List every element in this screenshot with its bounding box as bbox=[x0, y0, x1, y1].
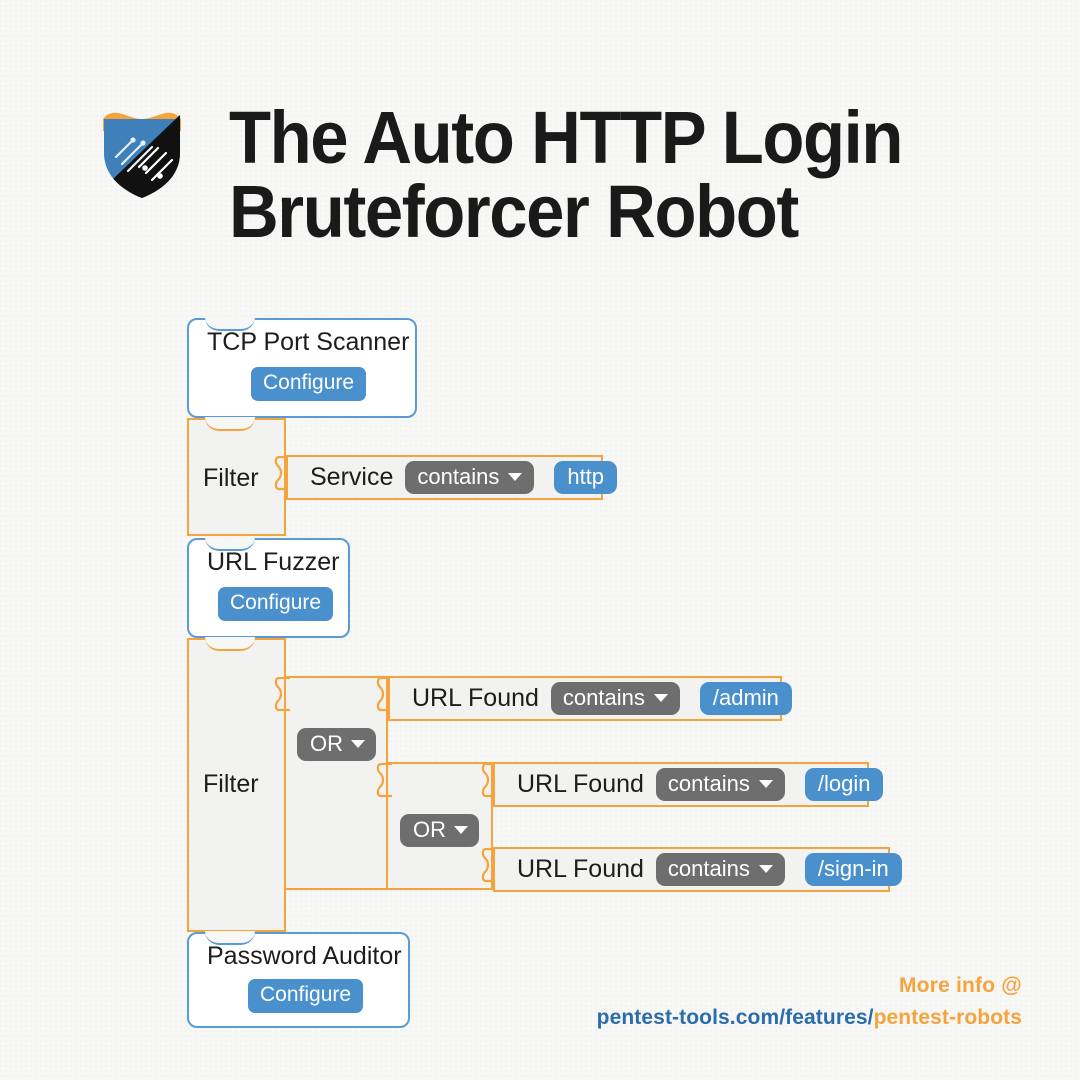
tool-title: URL Fuzzer bbox=[207, 548, 340, 576]
page-title: The Auto HTTP Login Bruteforcer Robot bbox=[229, 96, 903, 253]
puzzle-socket-icon bbox=[272, 455, 292, 502]
footer-url-highlight: pentest-robots bbox=[873, 1006, 1022, 1029]
block-url-fuzzer[interactable]: URL Fuzzer Configure bbox=[187, 537, 350, 638]
condition-value-admin[interactable]: /admin bbox=[699, 682, 792, 715]
operator-dropdown-url-signin[interactable]: contains bbox=[655, 853, 785, 886]
configure-button-password-auditor[interactable]: Configure bbox=[248, 979, 364, 1013]
condition-row-url-signin[interactable]: URL Found contains /sign-in bbox=[493, 847, 902, 892]
condition-field: URL Found bbox=[412, 684, 539, 712]
filter-2-label: Filter bbox=[203, 770, 259, 798]
operator-dropdown-url-admin[interactable]: contains bbox=[550, 682, 680, 715]
operator-label: contains bbox=[417, 464, 500, 489]
puzzle-socket-icon bbox=[479, 847, 499, 894]
chevron-down-icon bbox=[758, 864, 773, 873]
operator-dropdown-or-outer[interactable]: OR bbox=[297, 728, 376, 761]
footer-url[interactable]: pentest-tools.com/features/pentest-robot… bbox=[597, 1006, 1022, 1030]
puzzle-notch-icon bbox=[205, 537, 255, 551]
operator-label: OR bbox=[413, 817, 446, 842]
operator-label: OR bbox=[310, 731, 343, 756]
condition-row-url-admin[interactable]: URL Found contains /admin bbox=[388, 676, 792, 721]
chevron-down-icon bbox=[351, 739, 365, 748]
operator-dropdown-service[interactable]: contains bbox=[405, 461, 535, 494]
puzzle-notch-icon bbox=[205, 417, 255, 431]
chevron-down-icon bbox=[758, 779, 773, 788]
block-tcp-port-scanner[interactable]: TCP Port Scanner Configure bbox=[187, 317, 417, 418]
tool-title: TCP Port Scanner bbox=[207, 328, 410, 356]
footer-more-info: More info @ bbox=[898, 974, 1022, 997]
configure-button-tcp-port-scanner[interactable]: Configure bbox=[251, 367, 367, 401]
tool-title: Password Auditor bbox=[207, 942, 402, 970]
condition-field: Service bbox=[310, 463, 394, 491]
condition-field: URL Found bbox=[517, 770, 644, 798]
chevron-down-icon bbox=[508, 472, 523, 481]
condition-value-http[interactable]: http bbox=[554, 461, 618, 494]
condition-value-signin[interactable]: /sign-in bbox=[804, 853, 902, 886]
puzzle-socket-icon bbox=[374, 762, 394, 809]
operator-label: contains bbox=[667, 856, 750, 881]
condition-row-url-login[interactable]: URL Found contains /login bbox=[493, 762, 884, 807]
chevron-down-icon bbox=[653, 693, 668, 702]
puzzle-notch-icon bbox=[205, 637, 255, 651]
configure-button-url-fuzzer[interactable]: Configure bbox=[218, 587, 334, 621]
operator-dropdown-or-inner[interactable]: OR bbox=[400, 814, 479, 847]
puzzle-socket-icon bbox=[374, 676, 394, 723]
block-filter-1[interactable] bbox=[187, 417, 286, 536]
condition-value-login[interactable]: /login bbox=[804, 768, 884, 801]
header: The Auto HTTP Login Bruteforcer Robot bbox=[100, 95, 953, 249]
filter-1-label: Filter bbox=[203, 464, 259, 492]
block-password-auditor[interactable]: Password Auditor Configure bbox=[187, 931, 410, 1028]
footer-url-base: pentest-tools.com/features/ bbox=[596, 1006, 874, 1029]
chevron-down-icon bbox=[454, 825, 468, 834]
operator-dropdown-url-login[interactable]: contains bbox=[655, 768, 785, 801]
condition-field: URL Found bbox=[517, 855, 644, 883]
operator-label: contains bbox=[667, 771, 750, 796]
condition-row-service-http[interactable]: Service contains http bbox=[286, 455, 618, 500]
puzzle-socket-icon bbox=[272, 676, 292, 723]
operator-label: contains bbox=[562, 685, 645, 710]
block-filter-2[interactable] bbox=[187, 637, 286, 932]
or-group-outer[interactable] bbox=[286, 676, 388, 890]
puzzle-socket-icon bbox=[479, 762, 499, 809]
footer: More info @ pentest-tools.com/features/p… bbox=[597, 974, 1022, 1030]
puzzle-notch-icon bbox=[205, 317, 255, 331]
pentest-tools-shield-logo bbox=[100, 101, 184, 201]
puzzle-notch-icon bbox=[205, 931, 255, 945]
